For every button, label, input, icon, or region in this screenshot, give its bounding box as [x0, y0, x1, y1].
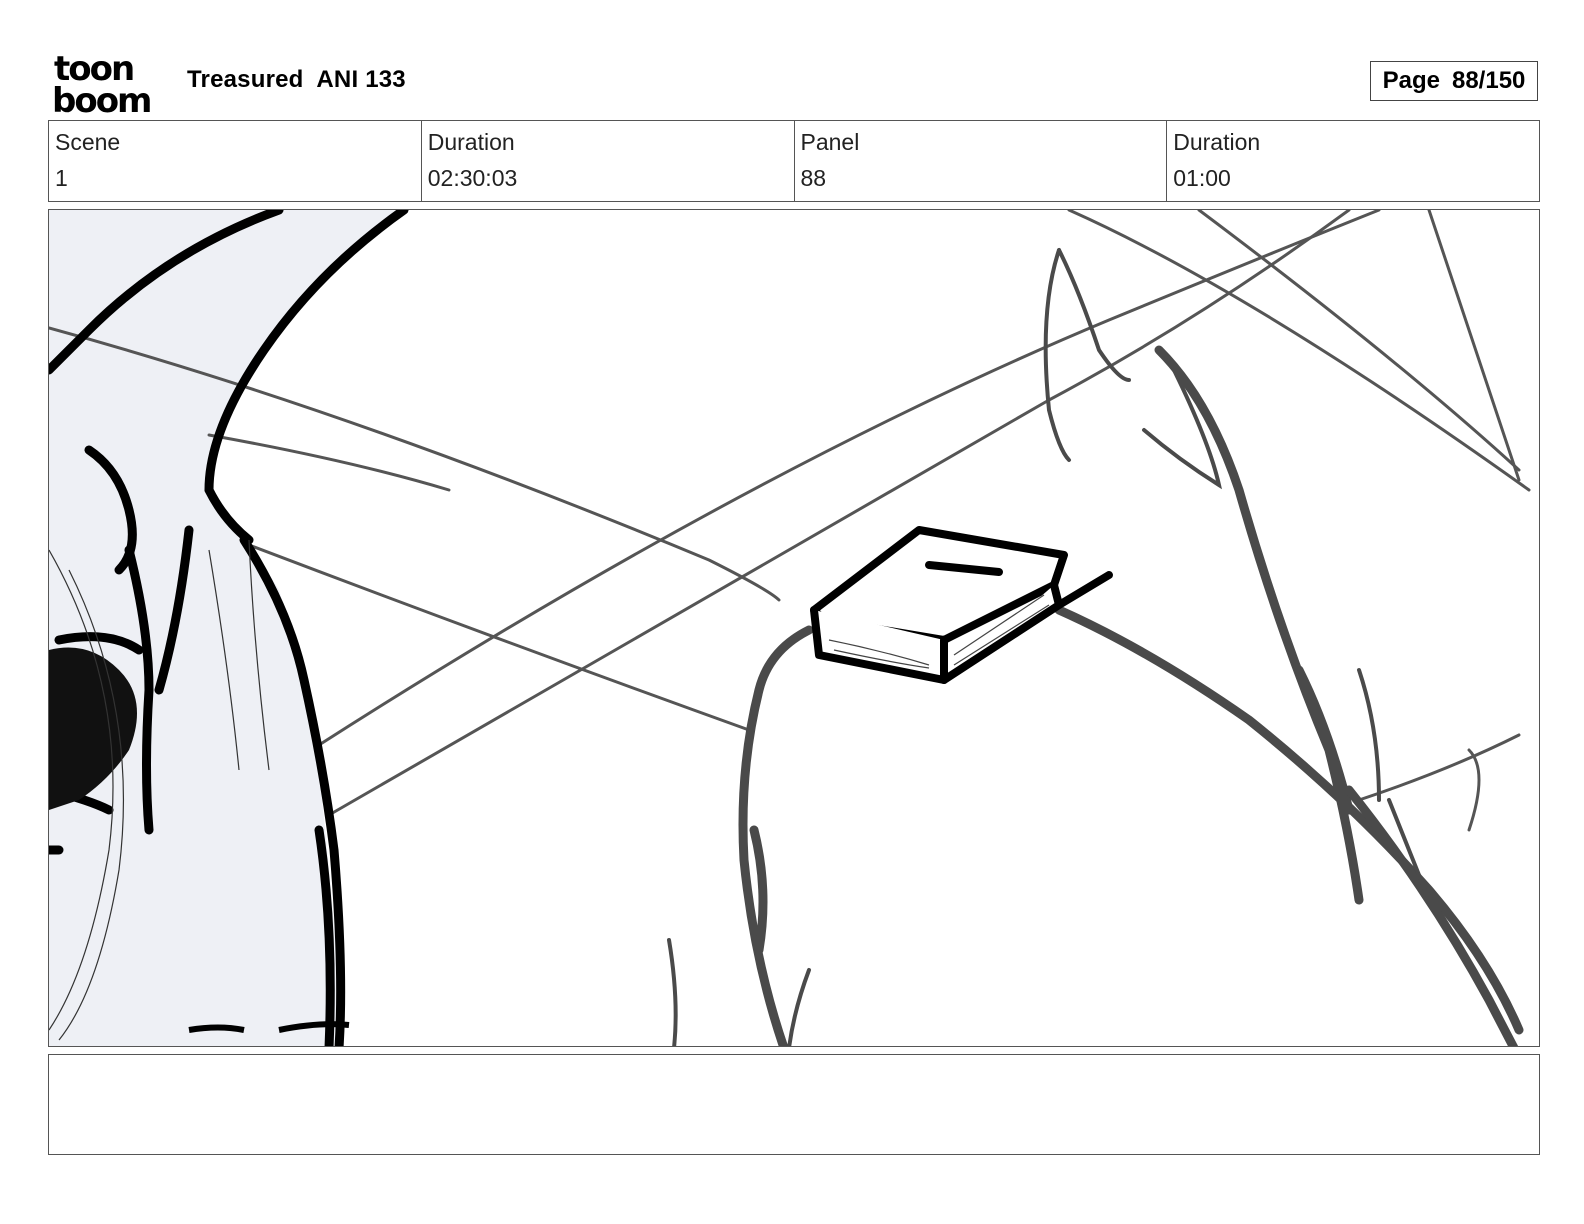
scene-value: 1	[55, 165, 68, 191]
panel-duration-value: 01:00	[1173, 165, 1231, 191]
page-counter: Page 88/150	[1370, 61, 1538, 101]
panel-sketch	[49, 210, 1531, 1046]
scene-duration-label: Duration	[427, 129, 515, 155]
project-name: Treasured	[187, 66, 304, 93]
page-label: Page	[1382, 67, 1440, 94]
scene-cell: Scene 1	[49, 121, 421, 201]
panel-info-table: Scene 1 Duration 02:30:03 Panel 88 Durat…	[48, 120, 1540, 202]
scene-duration-value: 02:30:03	[427, 165, 518, 191]
panel-value: 88	[800, 165, 827, 191]
logo-text-top: toon	[54, 50, 133, 89]
storyboard-panel	[48, 209, 1540, 1047]
episode-code: ANI 133	[316, 66, 406, 93]
panel-duration-label: Duration	[1173, 129, 1261, 155]
scene-duration-cell: Duration 02:30:03	[420, 121, 794, 201]
storyboard-title: Treasured ANI 133	[187, 66, 406, 94]
page-number: 88/150	[1451, 67, 1526, 94]
scene-label: Scene	[55, 129, 121, 155]
panel-label: Panel	[800, 129, 860, 155]
toon-boom-logo: toon boom	[52, 50, 152, 114]
panel-duration-cell: Duration 01:00	[1166, 121, 1539, 201]
panel-cell: Panel 88	[793, 121, 1167, 201]
panel-notes-box	[48, 1054, 1540, 1155]
logo-text-bottom: boom	[52, 81, 150, 114]
